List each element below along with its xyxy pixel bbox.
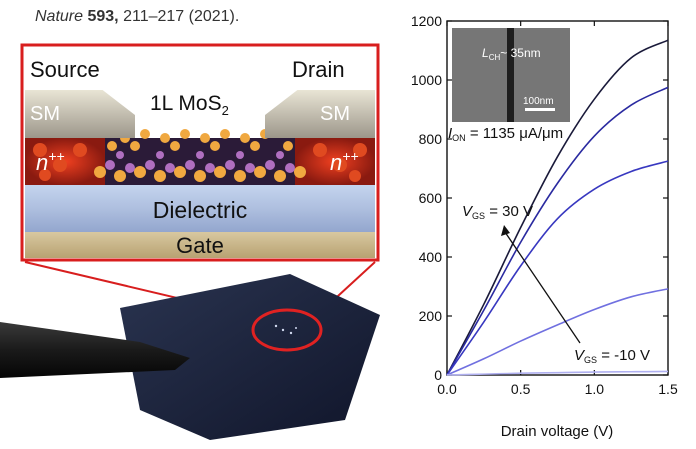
series-line-1 [446, 39, 669, 376]
vgs-arrow-head [501, 225, 510, 236]
dielectric-label: Dielectric [153, 197, 248, 223]
vgs-low-annotation: VGS = -10 V [574, 347, 650, 365]
tweezers [0, 322, 190, 378]
source-label: Source [30, 57, 100, 82]
drain-contact [265, 88, 375, 138]
series-line-4 [446, 288, 669, 376]
contact-top-strip [25, 82, 375, 90]
device-dots [274, 324, 297, 335]
sem-channel-gap [507, 28, 514, 122]
chip-photo [120, 274, 380, 440]
y-tick-label: 600 [419, 190, 443, 206]
gate-label: Gate [176, 233, 224, 258]
y-tick-label: 1200 [411, 13, 442, 29]
sm-left-label: SM [30, 103, 60, 125]
mos2-lattice [33, 129, 367, 182]
dielectric-layer [25, 185, 375, 232]
series-line-5 [446, 370, 669, 376]
y-tick-label: 200 [419, 308, 443, 324]
citation-pages: 211–217 (2021). [123, 8, 240, 25]
x-tick-label: 0.5 [511, 381, 531, 397]
citation-journal: Nature [35, 8, 84, 25]
ion-annotation: ION = 1135 μA/μm [448, 125, 563, 143]
device-schematic: Source Drain SM SM 1L MoS2 n++ n++ Diele… [0, 43, 380, 440]
x-tick-label: 1.0 [585, 381, 605, 397]
plot-area: 0 200 400 600 800 1000 1200 0.0 0.5 1.0 1.5 [411, 13, 678, 397]
source-contact [25, 88, 135, 138]
gate-layer [25, 232, 375, 258]
drain-label: Drain [292, 57, 345, 82]
inset-scale-label: 100nm [523, 96, 554, 107]
sm-right-label: SM [320, 103, 350, 125]
x-tick-label: 1.5 [658, 381, 678, 397]
x-axis-label: Drain voltage (V) [501, 423, 614, 440]
sem-inset: LCH~ 35nm 100nm [452, 28, 570, 122]
device-highlight-circle [251, 308, 323, 352]
x-tick-label: 0.0 [437, 381, 457, 397]
y-tick-label: 400 [419, 249, 443, 265]
inset-scale-bar [525, 108, 555, 111]
y-tick-label: 0 [434, 367, 442, 383]
series-line-3 [446, 160, 669, 376]
doping-left-label: n++ [36, 148, 65, 175]
citation: Nature 593, 211–217 (2021). [35, 8, 239, 26]
citation-volume: 593, [87, 8, 119, 25]
inset-lch-label: LCH~ 35nm [482, 46, 541, 62]
y-tick-label: 1000 [411, 72, 442, 88]
series-line-2 [446, 86, 669, 376]
doping-right-label: n++ [330, 148, 359, 175]
vgs-arrow-line [504, 231, 581, 344]
y-tick-label: 800 [419, 131, 443, 147]
material-label: 1L MoS2 [150, 92, 229, 118]
vgs-high-annotation: VGS = 30 V [462, 203, 533, 221]
iv-chart: LCH~ 35nm 100nm 0 200 400 600 800 1000 1200 0.0… [411, 13, 678, 440]
